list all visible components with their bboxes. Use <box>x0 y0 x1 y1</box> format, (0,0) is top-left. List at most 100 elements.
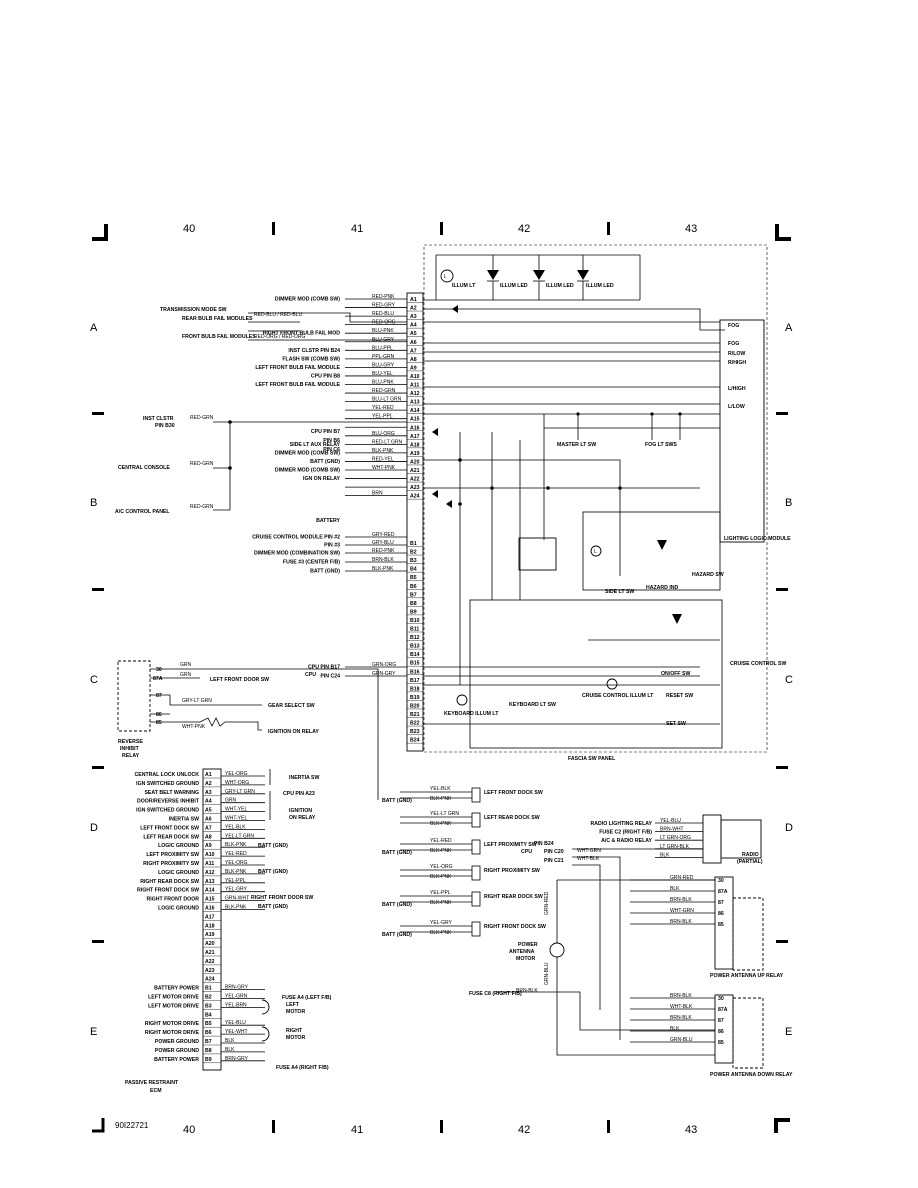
ecm-pin: A6 <box>205 817 212 823</box>
illum-led-1: ILLUM LED <box>487 255 528 300</box>
connector-pin: B7 <box>410 592 417 598</box>
svg-text:LEFT: LEFT <box>286 1002 300 1008</box>
column-number: 42 <box>518 223 530 235</box>
ecm-pin: A18 <box>205 923 215 929</box>
ecm-label: CENTRAL LOCK UNLOCK <box>135 772 200 778</box>
radio-cpu: PIN B24 PIN C20 PIN C21 CPU WHT-GRN WHT-… <box>521 841 703 1040</box>
ecm-label: LEFT REAR DOCK SW <box>143 834 199 840</box>
radio-label: FUSE C2 (RIGHT F/B) <box>599 830 652 836</box>
svg-text:GRY-LT GRN: GRY-LT GRN <box>182 698 212 704</box>
wire-label: BLU-GRY <box>372 362 395 368</box>
svg-text:RIGHT: RIGHT <box>286 1028 303 1034</box>
svg-text:ILLUM LED: ILLUM LED <box>546 283 574 289</box>
wire-label: BLK-PNK <box>372 566 394 572</box>
ecm-pin: A10 <box>205 852 215 858</box>
wire-label: RED-BLU <box>372 311 394 317</box>
radio-label: RADIO LIGHTING RELAY <box>591 821 653 827</box>
svg-text:BATTERY: BATTERY <box>316 518 340 524</box>
connector-label: DIMMER MOD (COMB SW) <box>275 450 340 456</box>
fascia-switch-panel: FASCIA SW PANEL A1A2A3A4A5A6A7A8A9A10A11… <box>406 244 791 762</box>
connector-pin: B10 <box>410 618 420 624</box>
svg-text:B: B <box>90 497 97 509</box>
hazard-ind: HAZARD IND <box>646 585 679 591</box>
wire-label: RED-ORG <box>372 320 396 326</box>
svg-text:IGNITION ON RELAY: IGNITION ON RELAY <box>268 729 319 735</box>
svg-text:ILLUM LT: ILLUM LT <box>452 283 476 289</box>
hazard-sw: HAZARD SW <box>692 572 724 578</box>
connector-pin: A20 <box>410 459 420 465</box>
connector-pin: A21 <box>410 468 420 474</box>
svg-text:GRN-BLU: GRN-BLU <box>544 962 550 985</box>
ecm-pin: B6 <box>205 1030 212 1036</box>
ecm-label: LEFT PROXIMITY SW <box>146 852 199 858</box>
ecm-label: RIGHT FRONT DOOR <box>147 897 200 903</box>
connector-pin: B5 <box>410 575 417 581</box>
svg-text:87A: 87A <box>153 676 163 682</box>
fascia-title: FASCIA SW PANEL <box>568 756 616 762</box>
wire-label: BRN <box>372 491 383 497</box>
power-antenna: POWER ANTENNA MOTOR GRN-RED GRN-BLU FUSE… <box>469 876 793 1078</box>
connector-pin: A1 <box>410 297 417 303</box>
connector-pin: B23 <box>410 729 420 735</box>
ecm-pin: A2 <box>205 781 212 787</box>
connector-pin: A2 <box>410 306 417 312</box>
svg-text:PASSIVE RESTRAINT: PASSIVE RESTRAINT <box>125 1080 179 1086</box>
svg-text:CENTRAL CONSOLE: CENTRAL CONSOLE <box>118 465 170 471</box>
wire-label: RED-LT GRN <box>372 439 402 445</box>
svg-text:GRN: GRN <box>180 662 192 668</box>
connector-pin: B20 <box>410 703 420 709</box>
illum-led-3: ILLUM LED <box>577 255 614 300</box>
connector-pin: B8 <box>410 601 417 607</box>
wire-label: YEL-LT GRN <box>225 833 254 839</box>
svg-text:LT GRN-BLK: LT GRN-BLK <box>660 844 690 850</box>
wire-label: YEL-PPL <box>225 878 246 884</box>
svg-text:RELAY: RELAY <box>122 753 140 759</box>
radio-label: A/C & RADIO RELAY <box>601 838 652 844</box>
relay-pin: 87A <box>718 889 728 895</box>
relay-pin: 87A <box>718 1007 728 1013</box>
antenna-up-relay-pins: 30GRN-RED87ABLK87BRN-BLK86WHT-GRN85BRN-B… <box>630 875 728 928</box>
on-off-sw: ON/OFF SW <box>661 671 690 677</box>
ecm-label: INERTIA SW <box>169 817 199 823</box>
svg-text:BLK: BLK <box>670 886 680 892</box>
keyboard-illum: KEYBOARD ILLUM LT <box>444 711 499 717</box>
ecm-label: SEAT BELT WARNING <box>144 790 199 796</box>
ecm-pin: B8 <box>205 1048 212 1054</box>
svg-text:E: E <box>90 1026 97 1038</box>
ecm-pin: A12 <box>205 870 215 876</box>
row-letters: A A B B C C D D E E <box>90 322 793 1038</box>
svg-text:GRN-BLU: GRN-BLU <box>670 1037 693 1043</box>
ecm-pin: B4 <box>205 1012 212 1018</box>
wire-label: YEL-GRN <box>225 994 248 1000</box>
wire-label: YEL-BLU <box>225 1020 246 1026</box>
connector-pin: B6 <box>410 584 417 590</box>
svg-text:PIN C21: PIN C21 <box>544 858 564 864</box>
svg-text:L: L <box>594 549 597 555</box>
connector-label: CPU PIN B8 <box>311 373 340 379</box>
connector-label: LEFT FRONT BULB FAIL MODULE <box>255 382 340 388</box>
svg-text:BLK-PNK: BLK-PNK <box>430 848 452 854</box>
cruise-illum: CRUISE CONTROL ILLUM LT <box>582 693 654 699</box>
gnd-label: BATT (GND) <box>382 798 412 804</box>
column-number: 40 <box>183 1124 195 1136</box>
wire-label: BRN-BLK <box>372 557 394 563</box>
wire-label: YEL-PPL <box>372 414 393 420</box>
ecm-pin: A22 <box>205 959 215 965</box>
svg-text:LIGHTING LOGIC MODULE: LIGHTING LOGIC MODULE <box>724 536 791 542</box>
svg-text:BLK: BLK <box>660 852 670 858</box>
svg-text:BRN-BLK: BRN-BLK <box>516 988 538 994</box>
svg-text:PIN B24: PIN B24 <box>534 841 554 847</box>
column-number: 40 <box>183 223 195 235</box>
connector-label: BATT (GND) <box>310 459 340 465</box>
connector-pin: A16 <box>410 425 420 431</box>
wire-label: BLU-ORG <box>372 431 395 437</box>
ecm-pin: A15 <box>205 897 215 903</box>
ecm-pin: A14 <box>205 888 215 894</box>
svg-text:PIN C6: PIN C6 <box>323 447 340 453</box>
connector-pin: B1 <box>410 541 417 547</box>
svg-text:POWER ANTENNA UP RELAY: POWER ANTENNA UP RELAY <box>710 973 784 979</box>
wire-label: RED-GRY <box>372 303 396 309</box>
svg-text:FOG: FOG <box>728 323 739 329</box>
